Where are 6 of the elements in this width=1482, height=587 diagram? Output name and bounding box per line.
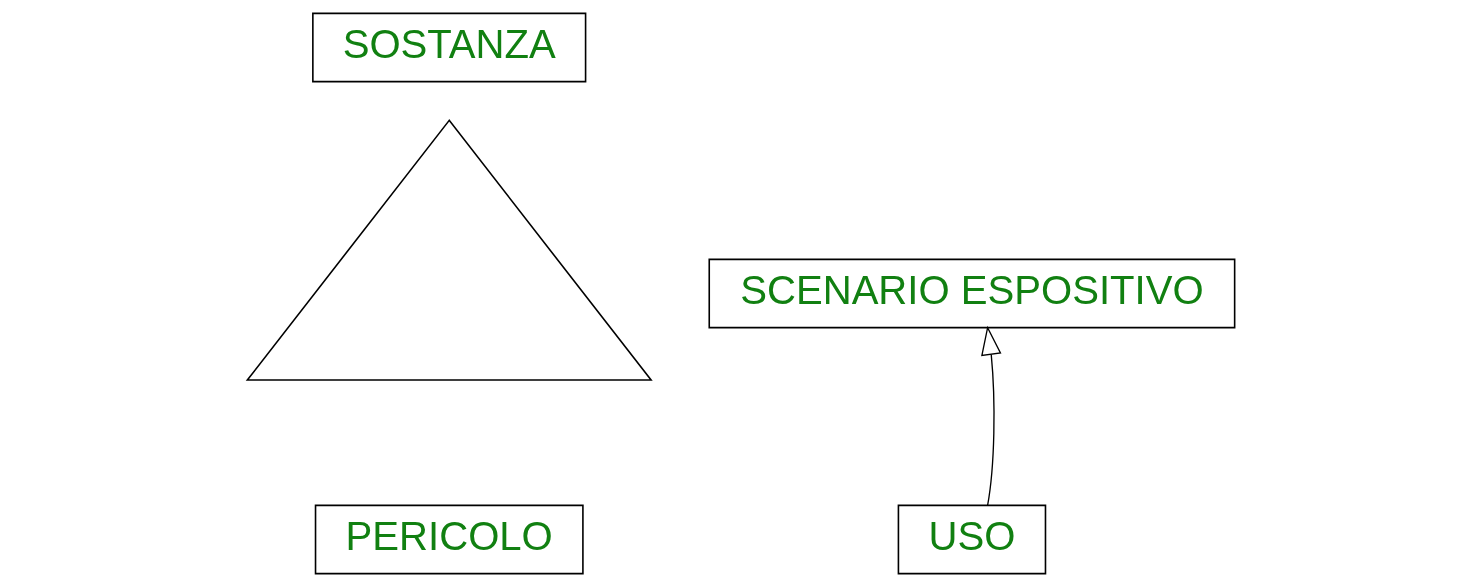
- node-triangle: [245, 119, 653, 381]
- node-box: SCENARIO ESPOSITIVO: [708, 258, 1236, 329]
- node-box: SOSTANZA: [312, 12, 587, 83]
- node-box: PERICOLO: [314, 504, 584, 575]
- arrow: [981, 325, 1002, 506]
- node-box: USO: [897, 504, 1047, 575]
